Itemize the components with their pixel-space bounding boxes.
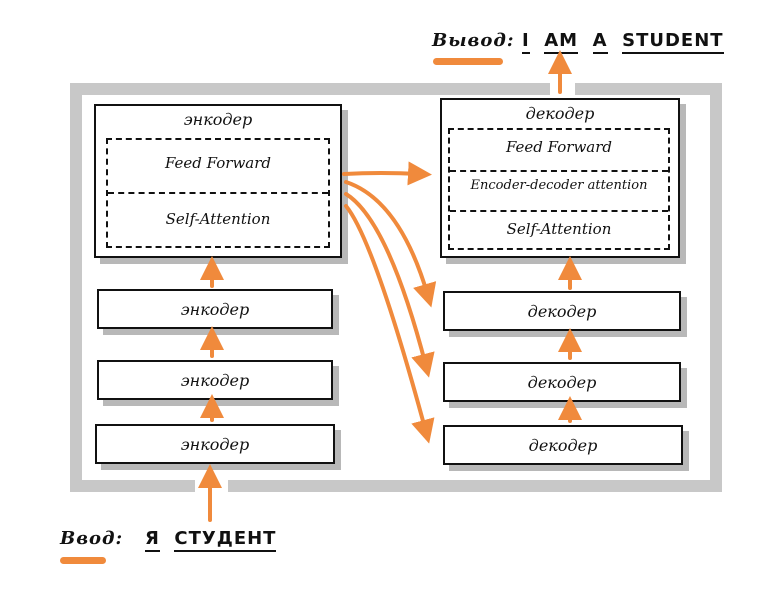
input-label: Ввод: xyxy=(60,528,124,549)
output-word: STUDENT xyxy=(622,30,724,54)
arrow-right-icon xyxy=(344,180,437,308)
encoder-label: энкодер xyxy=(180,435,250,454)
output-word: A xyxy=(592,30,608,54)
frame-bottom-right xyxy=(228,480,722,492)
output-label-group: Вывод: xyxy=(432,30,515,51)
output-sentence: I AM A STUDENT xyxy=(522,30,724,54)
self-attention-layer: Self-Attention xyxy=(165,210,271,228)
sublayer-divider xyxy=(450,210,668,212)
output-word: AM xyxy=(544,30,579,54)
frame-bottom-left xyxy=(70,480,195,492)
arrow-right-icon xyxy=(342,161,432,186)
encoder-sublayers: Feed Forward Self-Attention xyxy=(106,138,330,248)
decoder-label: декодер xyxy=(528,436,598,455)
decoder-block: декодер xyxy=(443,425,683,465)
output-label: Вывод: xyxy=(432,30,515,51)
decoder-label: декодер xyxy=(527,302,597,321)
encoder-label: энкодер xyxy=(180,371,250,390)
decoder-title: декодер xyxy=(525,104,595,123)
arrow-right-icon xyxy=(344,192,435,378)
input-word: Я xyxy=(145,528,160,552)
output-highlight xyxy=(433,58,503,65)
feed-forward-layer: Feed Forward xyxy=(505,138,613,156)
frame-top-right xyxy=(575,83,720,95)
input-highlight xyxy=(60,557,106,564)
input-word: СТУДЕНТ xyxy=(174,528,277,552)
decoder-expanded: декодер Feed Forward Encoder-decoder att… xyxy=(440,98,680,258)
encoder-title: энкодер xyxy=(183,110,253,129)
encoder-label: энкодер xyxy=(180,300,250,319)
encoder-block: энкодер xyxy=(95,424,335,464)
decoder-sublayers: Feed Forward Encoder-decoder attention S… xyxy=(448,128,670,250)
frame-right xyxy=(710,83,722,491)
output-word: I xyxy=(522,30,530,54)
arrow-right-icon xyxy=(344,204,435,444)
input-label-group: Ввод: xyxy=(60,528,123,549)
input-sentence: Я СТУДЕНТ xyxy=(145,528,277,552)
self-attention-layer: Self-Attention xyxy=(506,220,612,238)
frame-top-left xyxy=(70,83,550,95)
encoder-decoder-attention-layer: Encoder-decoder attention xyxy=(470,178,648,193)
sublayer-divider xyxy=(450,170,668,172)
sublayer-divider xyxy=(108,192,328,194)
frame-left xyxy=(70,83,82,488)
feed-forward-layer: Feed Forward xyxy=(164,154,272,172)
encoder-block: энкодер xyxy=(97,360,333,400)
encoder-expanded: энкодер Feed Forward Self-Attention xyxy=(94,104,342,258)
decoder-label: декодер xyxy=(527,373,597,392)
